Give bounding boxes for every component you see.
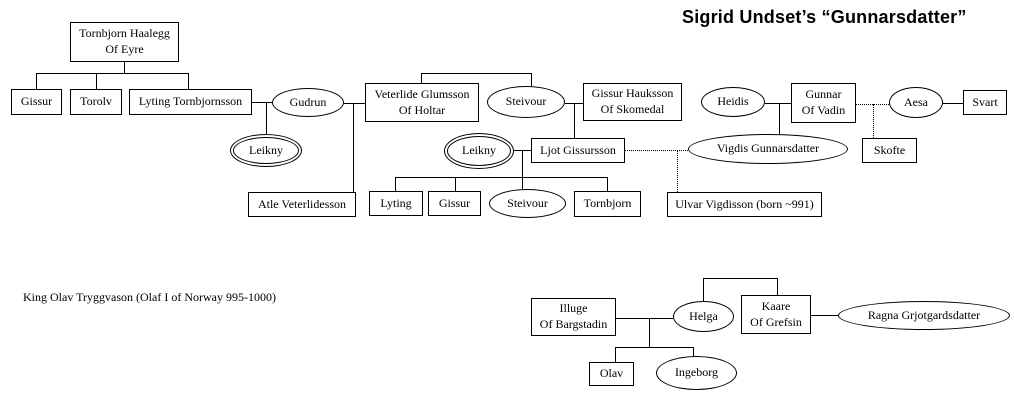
person-node-svart: Svart (963, 90, 1007, 115)
connector-line (779, 103, 780, 135)
connector-line (811, 315, 838, 316)
person-name: Illuge Of Bargstadin (539, 301, 608, 331)
person-name: Steivour (507, 195, 548, 210)
person-node-skofte: Skofte (862, 138, 917, 163)
person-node-lyting-2: Lyting (369, 191, 423, 216)
connector-line (353, 103, 354, 192)
connector-line (649, 318, 650, 347)
person-node-torolv: Torolv (70, 89, 122, 115)
connector-line (514, 150, 531, 151)
person-name: Lyting Tornbjornsson (138, 94, 243, 109)
person-name: Gissur (438, 195, 471, 210)
person-node-heidis: Heidis (701, 87, 765, 117)
person-name: Gissur Hauksson Of Skomedal (591, 86, 674, 116)
person-name: Skofte (873, 142, 906, 157)
person-name: Torolv (80, 94, 112, 109)
person-name: Ljot Gissursson (540, 142, 616, 157)
person-name: Ragna Grjotgardsdatter (867, 307, 981, 322)
person-node-illuge-of-bargstadin: Illuge Of Bargstadin (531, 298, 616, 336)
person-node-steivour-1: Steivour (487, 86, 565, 118)
person-node-gissur-1: Gissur (11, 89, 62, 115)
person-name: Svart (972, 94, 998, 109)
connector-line (615, 347, 616, 362)
connector-line (522, 150, 523, 189)
connector-line (36, 73, 188, 74)
connector-line (574, 103, 575, 138)
person-name: Olav (599, 366, 624, 381)
connector-line (124, 62, 125, 73)
connector-line (455, 177, 456, 191)
person-node-tornbjorn-2: Tornbjorn (574, 191, 641, 217)
diagram-title: Sigrid Undset’s “Gunnarsdatter” (682, 7, 967, 27)
person-name: Ingeborg (674, 365, 719, 380)
connector-line (607, 177, 608, 191)
connector-line (96, 73, 97, 89)
connector-line (777, 278, 778, 295)
person-node-gissur-hauksson-of-skomedal: Gissur Hauksson Of Skomedal (583, 83, 682, 121)
king-olav-note: King Olav Tryggvason (Olaf I of Norway 9… (23, 290, 276, 304)
connector-line (615, 347, 693, 348)
connector-line (395, 177, 396, 191)
connector-line (703, 278, 704, 301)
person-node-steivour-2: Steivour (489, 189, 566, 218)
connector-line (266, 102, 267, 134)
connector-line (36, 73, 37, 89)
person-name: Vigdis Gunnarsdatter (716, 141, 820, 156)
person-node-gudrun: Gudrun (272, 88, 344, 117)
person-node-tornbjorn-haalegg-of-eyre: Tornbjorn Haalegg Of Eyre (70, 22, 179, 62)
connector-line (873, 104, 874, 138)
connector-line (703, 278, 777, 279)
person-node-veterlide-glumsson-of-holtar: Veterlide Glumsson Of Holtar (365, 83, 479, 122)
person-node-vigdis-gunnarsdatter: Vigdis Gunnarsdatter (688, 134, 848, 164)
connector-line (625, 150, 688, 151)
person-name: Gunnar Of Vadin (801, 87, 846, 117)
person-node-helga: Helga (673, 301, 734, 332)
person-node-gissur-2: Gissur (428, 191, 481, 216)
person-name: Veterlide Glumsson Of Holtar (374, 86, 470, 117)
connector-line (188, 73, 189, 89)
person-name: Leikny (462, 143, 496, 158)
connector-line (677, 150, 678, 192)
person-name: Lyting (380, 195, 412, 210)
connector-line (531, 73, 532, 86)
person-name: Ulvar Vigdisson (born ~991) (675, 196, 814, 211)
person-node-lyting-tornbjornsson: Lyting Tornbjornsson (129, 89, 252, 115)
connector-line (765, 103, 791, 104)
person-name: Helga (689, 308, 718, 323)
connector-line (252, 102, 272, 103)
person-node-atle-veterlidesson: Atle Veterlidesson (248, 192, 356, 217)
person-name: Leikny (249, 142, 283, 157)
person-node-ljot-gissursson: Ljot Gissursson (531, 138, 625, 163)
person-node-leikny-2: Leikny (444, 133, 514, 169)
person-node-aesa: Aesa (889, 87, 943, 118)
person-node-ingeborg: Ingeborg (656, 356, 737, 390)
person-name: Heidis (717, 94, 749, 109)
connector-line (421, 73, 531, 74)
person-name: Kaare Of Grefsin (750, 298, 802, 329)
connector-line (395, 177, 607, 178)
connector-line (616, 318, 673, 319)
person-node-kaare-of-grefsin: Kaare Of Grefsin (741, 295, 811, 334)
person-name: Atle Veterlidesson (257, 196, 347, 211)
person-node-ulvar-vigdisson: Ulvar Vigdisson (born ~991) (667, 192, 822, 217)
connector-line (344, 103, 365, 104)
person-node-leikny-1: Leikny (230, 134, 302, 167)
person-name: Gissur (20, 94, 53, 109)
person-node-olav: Olav (589, 362, 634, 386)
person-name: Aesa (904, 94, 928, 109)
connector-line (565, 103, 583, 104)
person-name: Tornbjorn (583, 196, 632, 211)
connector-line (855, 104, 889, 105)
person-node-gunnar-of-vadin: Gunnar Of Vadin (791, 83, 856, 123)
person-name: Gudrun (289, 94, 327, 109)
person-name: Steivour (505, 94, 547, 109)
person-name: Tornbjorn Haalegg Of Eyre (79, 26, 170, 56)
connector-line (943, 103, 963, 104)
connector-line (421, 73, 422, 83)
person-node-ragna-grjotgardsdatter: Ragna Grjotgardsdatter (838, 301, 1010, 330)
